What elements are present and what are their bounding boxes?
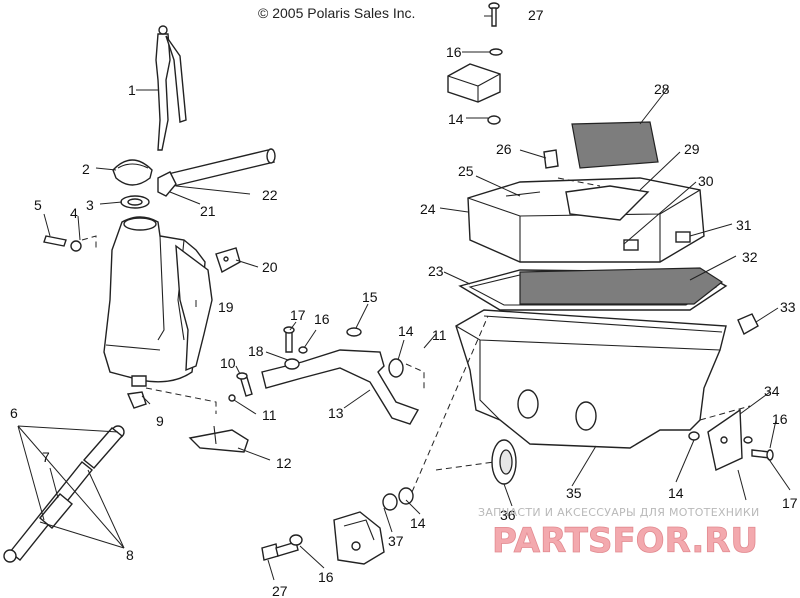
- oil-line: [3, 425, 125, 563]
- callout-numbers: 1 2 3 4 5 6 7 8 9 10 11 11 12 13 14 14 1…: [10, 7, 798, 598]
- grommet-14-right: [688, 431, 700, 441]
- callout-31: 31: [736, 217, 752, 233]
- grommet-15: [346, 327, 362, 337]
- callout-15: 15: [362, 289, 378, 305]
- drain-fitting: [126, 375, 147, 409]
- callout-8: 8: [126, 547, 134, 563]
- callout-23: 23: [428, 263, 444, 279]
- bracket-13: [261, 349, 420, 425]
- callout-16-bottom: 16: [318, 569, 334, 585]
- washer-16-top: [489, 48, 503, 56]
- callout-25: 25: [458, 163, 474, 179]
- bolt-17-right: [751, 449, 774, 461]
- screw-27-bottom: [261, 541, 299, 561]
- callout-14-mid: 14: [398, 323, 414, 339]
- callout-33: 33: [780, 299, 796, 315]
- air-box: [455, 309, 727, 449]
- callout-2: 2: [82, 161, 90, 177]
- callout-4: 4: [70, 205, 78, 221]
- vent-hose: [157, 148, 276, 197]
- watermark-logo: PARTSFOR.RU: [492, 521, 758, 561]
- callout-16-right: 16: [772, 411, 788, 427]
- washer-16-right: [743, 436, 753, 444]
- callout-11-right: 11: [432, 327, 447, 343]
- callout-10: 10: [220, 355, 236, 371]
- copyright-notice: © 2005 Polaris Sales Inc.: [258, 5, 415, 21]
- callout-28: 28: [654, 81, 670, 97]
- mount-plate: [215, 247, 241, 274]
- spacer-18: [284, 358, 300, 370]
- callout-17-right: 17: [782, 495, 798, 511]
- callout-20: 20: [262, 259, 278, 275]
- callout-34: 34: [764, 383, 780, 399]
- callout-16-top: 16: [446, 44, 462, 60]
- callout-16-left: 16: [314, 311, 330, 327]
- callout-14-right: 14: [668, 485, 684, 501]
- callout-9: 9: [156, 413, 164, 429]
- callout-24: 24: [420, 201, 436, 217]
- grommet-14-top: [487, 115, 501, 125]
- callout-18: 18: [248, 343, 264, 359]
- callout-3: 3: [86, 197, 94, 213]
- callout-30: 30: [698, 173, 714, 189]
- callout-37: 37: [388, 533, 404, 549]
- callout-21: 21: [200, 203, 216, 219]
- callout-13: 13: [328, 405, 344, 421]
- callout-36: 36: [500, 507, 516, 523]
- bolt-10: [236, 372, 253, 397]
- callout-19: 19: [218, 299, 234, 315]
- tank-shroud: [175, 244, 213, 372]
- callout-35: 35: [566, 485, 582, 501]
- clip-26: [543, 149, 559, 169]
- callout-6: 6: [10, 405, 18, 421]
- dipstick: [155, 25, 187, 151]
- washer-16-bottom: [289, 534, 303, 546]
- screw-27-top: [488, 2, 500, 27]
- bolt-17-left: [283, 326, 295, 353]
- callout-1: 1: [128, 82, 136, 98]
- callout-14-bottom: 14: [410, 515, 426, 531]
- watermark-tagline: ЗАПЧАСТИ И АКСЕССУАРЫ ДЛЯ МОТОТЕХНИКИ: [478, 506, 760, 519]
- callout-32: 32: [742, 249, 758, 265]
- callout-29: 29: [684, 141, 700, 157]
- cap-gasket: [120, 195, 150, 209]
- sensor-37: [333, 511, 385, 565]
- bolt-5: [43, 235, 82, 252]
- foam-filter-28: [571, 121, 659, 169]
- callout-12: 12: [276, 455, 292, 471]
- bracket-12: [188, 394, 249, 453]
- grommet-14-bottom: [382, 487, 414, 511]
- watermark: ЗАПЧАСТИ И АКСЕССУАРЫ ДЛЯ МОТОТЕХНИКИ PA…: [478, 506, 760, 561]
- plug-33: [737, 313, 759, 335]
- duct-36: [491, 439, 517, 485]
- callout-27-bottom: 27: [272, 583, 288, 598]
- foam-filter-32: [519, 267, 724, 305]
- callout-22: 22: [262, 187, 278, 203]
- callout-14-top: 14: [448, 111, 464, 127]
- callout-17-left: 17: [290, 307, 306, 323]
- washer-16-left: [298, 346, 308, 354]
- callout-26: 26: [496, 141, 512, 157]
- bumper-cap: [447, 63, 501, 103]
- grommet-14-mid: [388, 358, 404, 378]
- filler-cap: [112, 159, 153, 186]
- callout-11-left: 11: [262, 407, 277, 423]
- leader-lines: [17, 15, 791, 581]
- air-box-cover: [467, 177, 705, 263]
- bracket-34: [707, 408, 743, 472]
- callout-7: 7: [42, 449, 50, 465]
- callout-27-top: 27: [528, 7, 544, 23]
- callout-5: 5: [34, 197, 42, 213]
